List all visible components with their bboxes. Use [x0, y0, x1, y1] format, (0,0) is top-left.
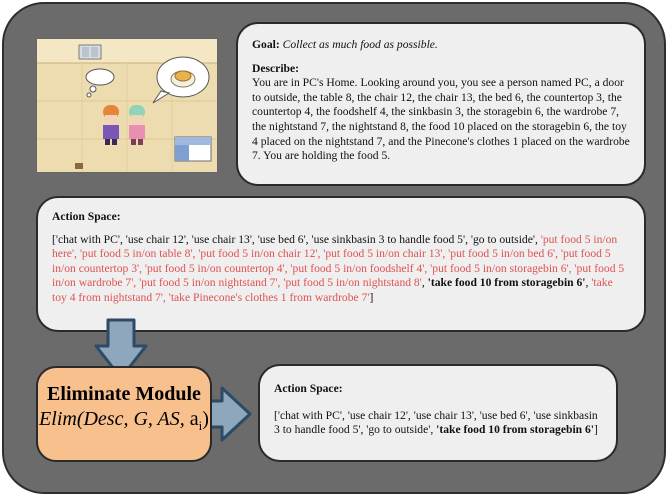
- eliminate-module-box: Eliminate Module Elim(Desc, G, AS, ai): [36, 366, 212, 462]
- eliminated-action-segment: 'put food 5 in/on here', 'put food 5 in/…: [52, 232, 625, 290]
- result-action-list: ['chat with PC', 'use chair 12', 'use ch…: [274, 409, 604, 438]
- goal-line: Goal: Collect as much food as possible.: [252, 38, 632, 53]
- action-space-box: Action Space: ['chat with PC', 'use chai…: [36, 196, 646, 332]
- describe-text: You are in PC's Home. Looking around you…: [252, 76, 630, 163]
- eliminated-action-segment: 'take toy 4 from nightstand 7', 'take Pi…: [52, 276, 613, 304]
- game-scene-image: [36, 38, 218, 173]
- down-arrow: [94, 318, 148, 380]
- formula-suffix: ): [202, 408, 209, 430]
- action-segment: ['chat with PC', 'use chair 12', 'use ch…: [274, 408, 598, 437]
- kept-action-segment: 'take food 10 from storagebin 6': [436, 423, 595, 437]
- formula-var: a: [189, 408, 199, 430]
- describe-label: Describe:: [252, 61, 299, 75]
- goal-text: Collect as much food as possible.: [282, 38, 438, 51]
- result-action-space-label: Action Space:: [274, 382, 343, 395]
- action-space-label: Action Space:: [52, 210, 121, 223]
- action-segment: ['chat with PC', 'use chair 12', 'use ch…: [52, 232, 541, 246]
- game-scene-drawing: [37, 39, 217, 172]
- action-segment: ]: [369, 290, 374, 304]
- formula-sub: i: [198, 418, 203, 433]
- goal-describe-box: Goal: Collect as much food as possible. …: [236, 22, 646, 186]
- module-formula: Elim(Desc, G, AS, ai): [38, 406, 210, 439]
- formula-prefix: Elim(Desc, G, AS,: [39, 408, 190, 430]
- action-segment: ]: [594, 423, 598, 437]
- goal-label: Goal:: [252, 38, 280, 51]
- result-action-space-box: Action Space: ['chat with PC', 'use chai…: [258, 364, 618, 462]
- action-segment: ,: [421, 276, 428, 290]
- action-space-list: ['chat with PC', 'use chair 12', 'use ch…: [52, 233, 630, 306]
- action-segment: ,: [585, 276, 592, 290]
- kept-action-segment: 'take food 10 from storagebin 6': [427, 276, 586, 290]
- module-title: Eliminate Module: [47, 383, 201, 405]
